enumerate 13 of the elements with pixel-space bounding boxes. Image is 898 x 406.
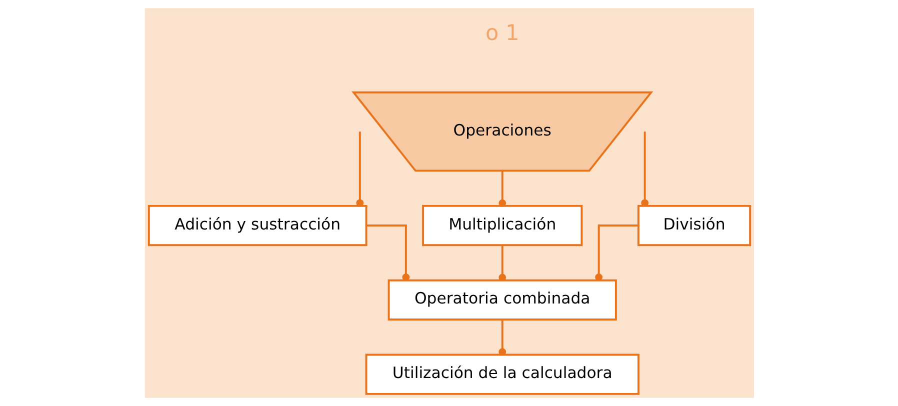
node-box: Utilización de la calculadora [364, 354, 639, 395]
node-box: Operatoria combinada [387, 279, 616, 320]
connector [498, 170, 506, 207]
node-box: Adición y sustracción [147, 204, 367, 246]
connector [640, 132, 648, 207]
node-box: División [636, 204, 751, 246]
connector [498, 320, 506, 356]
connector [498, 245, 506, 282]
connector [594, 224, 638, 281]
node-box: Multiplicación [422, 204, 582, 246]
label: o 1 [485, 21, 519, 46]
connector [366, 224, 410, 281]
connector [356, 132, 364, 207]
